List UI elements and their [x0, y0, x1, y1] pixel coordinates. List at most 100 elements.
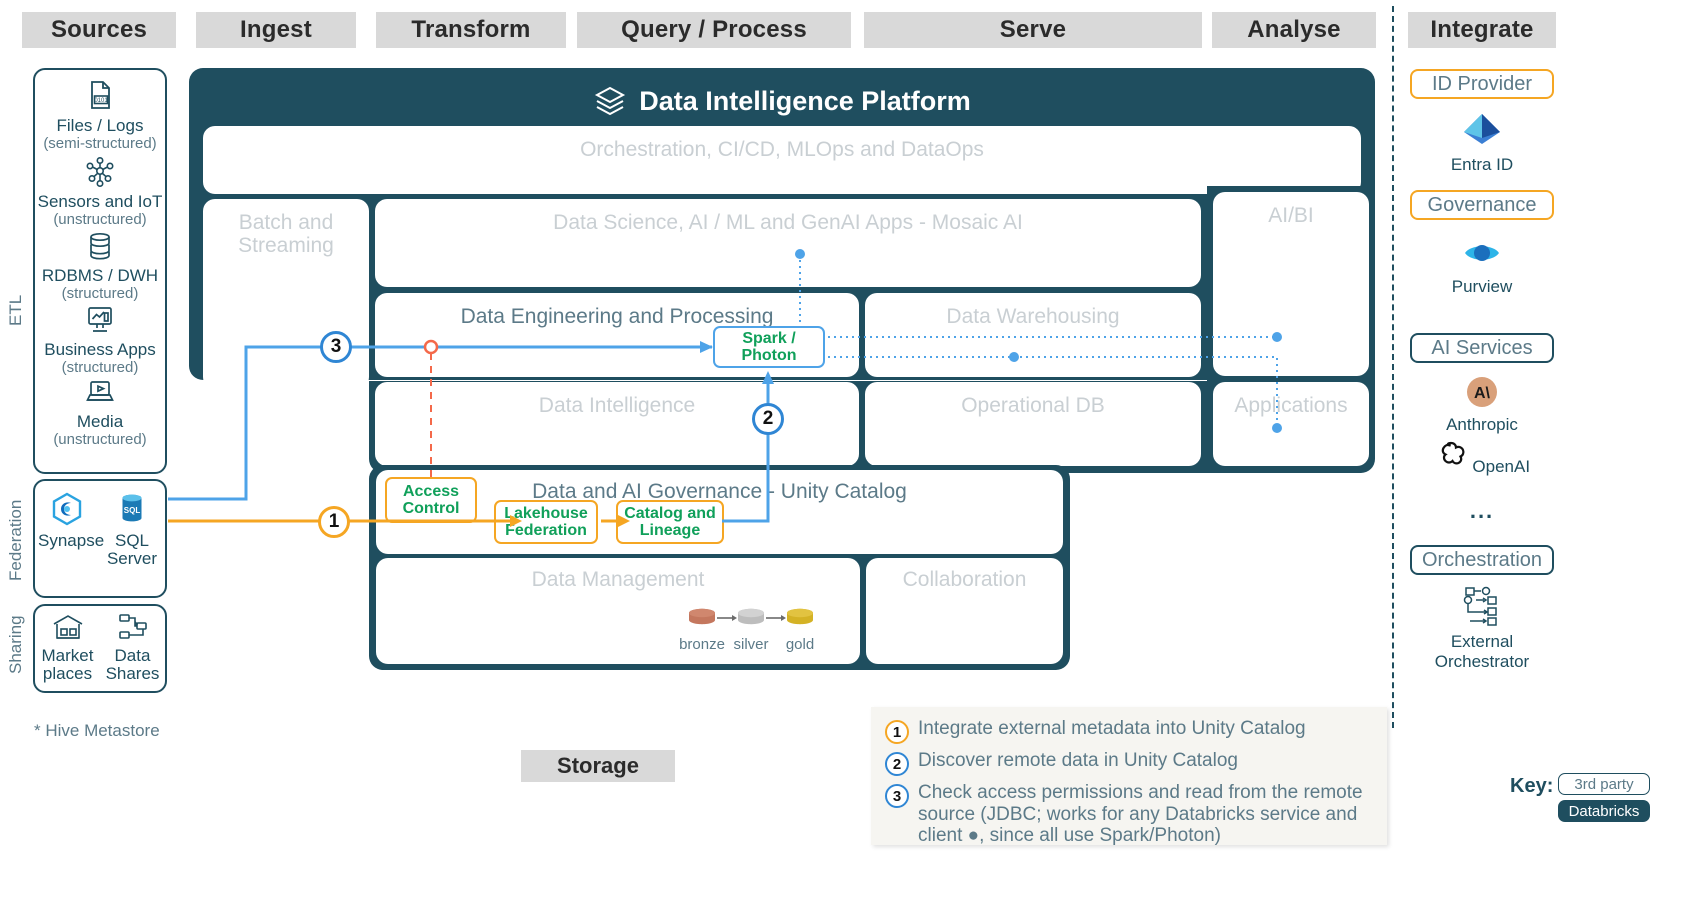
platform-title-text: Data Intelligence Platform [639, 85, 971, 116]
collaboration-card[interactable]: Collaboration [866, 558, 1063, 664]
id-provider-pill[interactable]: ID Provider [1410, 69, 1554, 99]
data-engineering-label: Data Engineering and Processing [460, 305, 774, 328]
etl-sources-box: 0101 Files / Logs (semi-structured) Sens… [33, 68, 167, 474]
legend-number: 3 [885, 784, 909, 808]
orchestration-label: Orchestration, CI/CD, MLOps and DataOps [580, 138, 984, 161]
source-title: SQL Server [106, 531, 158, 568]
sharing-sources-box: Market places Data Shares [33, 604, 167, 693]
ai-bi-tall-label: AI/BI [1268, 204, 1314, 227]
source-subtitle: (semi-structured) [43, 134, 157, 152]
source-rdbms-dwh[interactable]: RDBMS / DWH (structured) [42, 230, 158, 302]
data-warehousing-label: Data Warehousing [946, 305, 1120, 328]
source-business-apps[interactable]: Business Apps (structured) [44, 304, 156, 376]
legend-item[interactable]: 1 Integrate external metadata into Unity… [871, 718, 1387, 744]
source-data-shares[interactable]: Data Shares [102, 612, 164, 683]
marketplace-icon [53, 615, 82, 639]
governance-pill[interactable]: Governance [1410, 190, 1554, 220]
marker-2[interactable]: 2 [752, 403, 784, 435]
file-binary-icon: 0101 [91, 81, 110, 109]
operational-db-label-inner: Operational DB [961, 394, 1105, 417]
source-title: Market places [41, 646, 94, 683]
source-media[interactable]: Media (unstructured) [53, 378, 147, 449]
source-title: RDBMS / DWH [41, 266, 159, 286]
source-synapse[interactable]: Synapse [38, 491, 105, 550]
anthropic-icon: A\ [1467, 377, 1497, 407]
purview-icon [1465, 245, 1499, 261]
applications-card[interactable]: Applications [1213, 382, 1369, 466]
key-label: Key: [1510, 775, 1554, 797]
ai-bi-tall-card[interactable]: AI/BI [1213, 192, 1369, 376]
source-title: Synapse [38, 531, 105, 550]
monitor-chart-icon [88, 307, 112, 333]
source-marketplaces[interactable]: Market places [37, 612, 99, 683]
marker-3[interactable]: 3 [320, 331, 352, 363]
source-subtitle: (structured) [61, 285, 139, 303]
federation-sources-box: Synapse SQL SQL Server [33, 479, 167, 598]
sql-server-icon: SQL [122, 494, 142, 522]
phase-header-bar: Sources Ingest Transform Query / Process… [0, 12, 1683, 48]
source-title: Media [76, 412, 124, 432]
database-icon [90, 233, 110, 260]
entra-id-item[interactable]: Entra ID [1410, 110, 1554, 175]
source-title: Files / Logs [56, 116, 144, 135]
spark-photon-chip[interactable]: Spark / Photon [713, 326, 825, 368]
legend-label: Integrate external metadata into Unity C… [918, 718, 1306, 739]
source-subtitle: (unstructured) [53, 210, 147, 228]
openai-item[interactable]: OpenAI [1410, 438, 1554, 477]
orchestration-card[interactable]: Orchestration, CI/CD, MLOps and DataOps [203, 126, 1361, 194]
catalog-and-lineage-chip[interactable]: Catalog and Lineage [616, 500, 724, 544]
svg-text:0101: 0101 [94, 98, 108, 104]
data-warehousing-card[interactable]: Data Warehousing [865, 293, 1201, 377]
federation-side-label: Federation [6, 499, 25, 581]
anthropic-label: Anthropic [1446, 415, 1518, 434]
phase-header-integrate: Integrate [1408, 12, 1556, 48]
legend-number: 2 [885, 752, 909, 776]
etl-side-label: ETL [6, 294, 25, 326]
access-control-chip[interactable]: Access Control [385, 477, 477, 523]
ai-services-pill[interactable]: AI Services [1410, 333, 1554, 363]
applications-label: Applications [1234, 394, 1348, 417]
operational-db-card-inner[interactable]: Operational DB [865, 382, 1201, 466]
phase-header-serve: Serve [864, 12, 1202, 48]
external-orchestrator-label: External Orchestrator [1434, 632, 1530, 671]
storage-label: Storage [521, 750, 675, 782]
phase-header-sources: Sources [22, 12, 176, 48]
medallion-flow-icon [689, 608, 813, 625]
source-sensors-iot[interactable]: Sensors and IoT (unstructured) [38, 154, 162, 228]
lakehouse-federation-chip[interactable]: Lakehouse Federation [494, 500, 598, 544]
hive-metastore-note: * Hive Metastore [34, 721, 160, 740]
source-subtitle: (unstructured) [53, 431, 147, 449]
data-management-label: Data Management [531, 568, 705, 591]
medallion-gold-label: gold [785, 636, 815, 653]
medallion-group: bronze silver gold [678, 603, 824, 653]
orchestration-pill[interactable]: Orchestration [1410, 545, 1554, 575]
phase-header-query: Query / Process [577, 12, 851, 48]
marker-1[interactable]: 1 [318, 506, 350, 538]
source-title: Business Apps [44, 340, 156, 360]
data-science-label: Data Science, AI / ML and GenAI Apps - M… [553, 211, 1023, 234]
legend-item[interactable]: 3 Check access permissions and read from… [871, 782, 1387, 847]
purview-label: Purview [1451, 277, 1513, 296]
phase-header-transform: Transform [376, 12, 566, 48]
entra-id-icon [1464, 114, 1500, 144]
batch-streaming-label: Batch and Streaming [238, 211, 334, 258]
synapse-icon [52, 492, 82, 526]
source-subtitle: (structured) [61, 359, 139, 377]
data-management-card[interactable]: Data Management [376, 558, 860, 664]
data-intelligence-card[interactable]: Data Intelligence [375, 382, 859, 466]
source-files-logs[interactable]: 0101 Files / Logs (semi-structured) [43, 78, 157, 152]
medallion-bronze-label: bronze [679, 636, 725, 653]
ellipsis-icon: ... [1469, 498, 1495, 523]
data-science-card[interactable]: Data Science, AI / ML and GenAI Apps - M… [375, 199, 1201, 287]
openai-label: OpenAI [1472, 457, 1531, 476]
iot-network-icon [86, 157, 114, 188]
purview-item[interactable]: Purview [1410, 234, 1554, 297]
legend-item[interactable]: 2 Discover remote data in Unity Catalog [871, 750, 1387, 776]
phase-header-analyse: Analyse [1212, 12, 1376, 48]
anthropic-item[interactable]: A\ Anthropic [1410, 374, 1554, 435]
source-sql-server[interactable]: SQL SQL Server [102, 491, 162, 568]
sharing-side-label: Sharing [6, 615, 25, 675]
svg-text:A\: A\ [1474, 385, 1491, 402]
external-orchestrator-item[interactable]: External Orchestrator [1410, 585, 1554, 671]
workflow-icon [1463, 586, 1497, 626]
